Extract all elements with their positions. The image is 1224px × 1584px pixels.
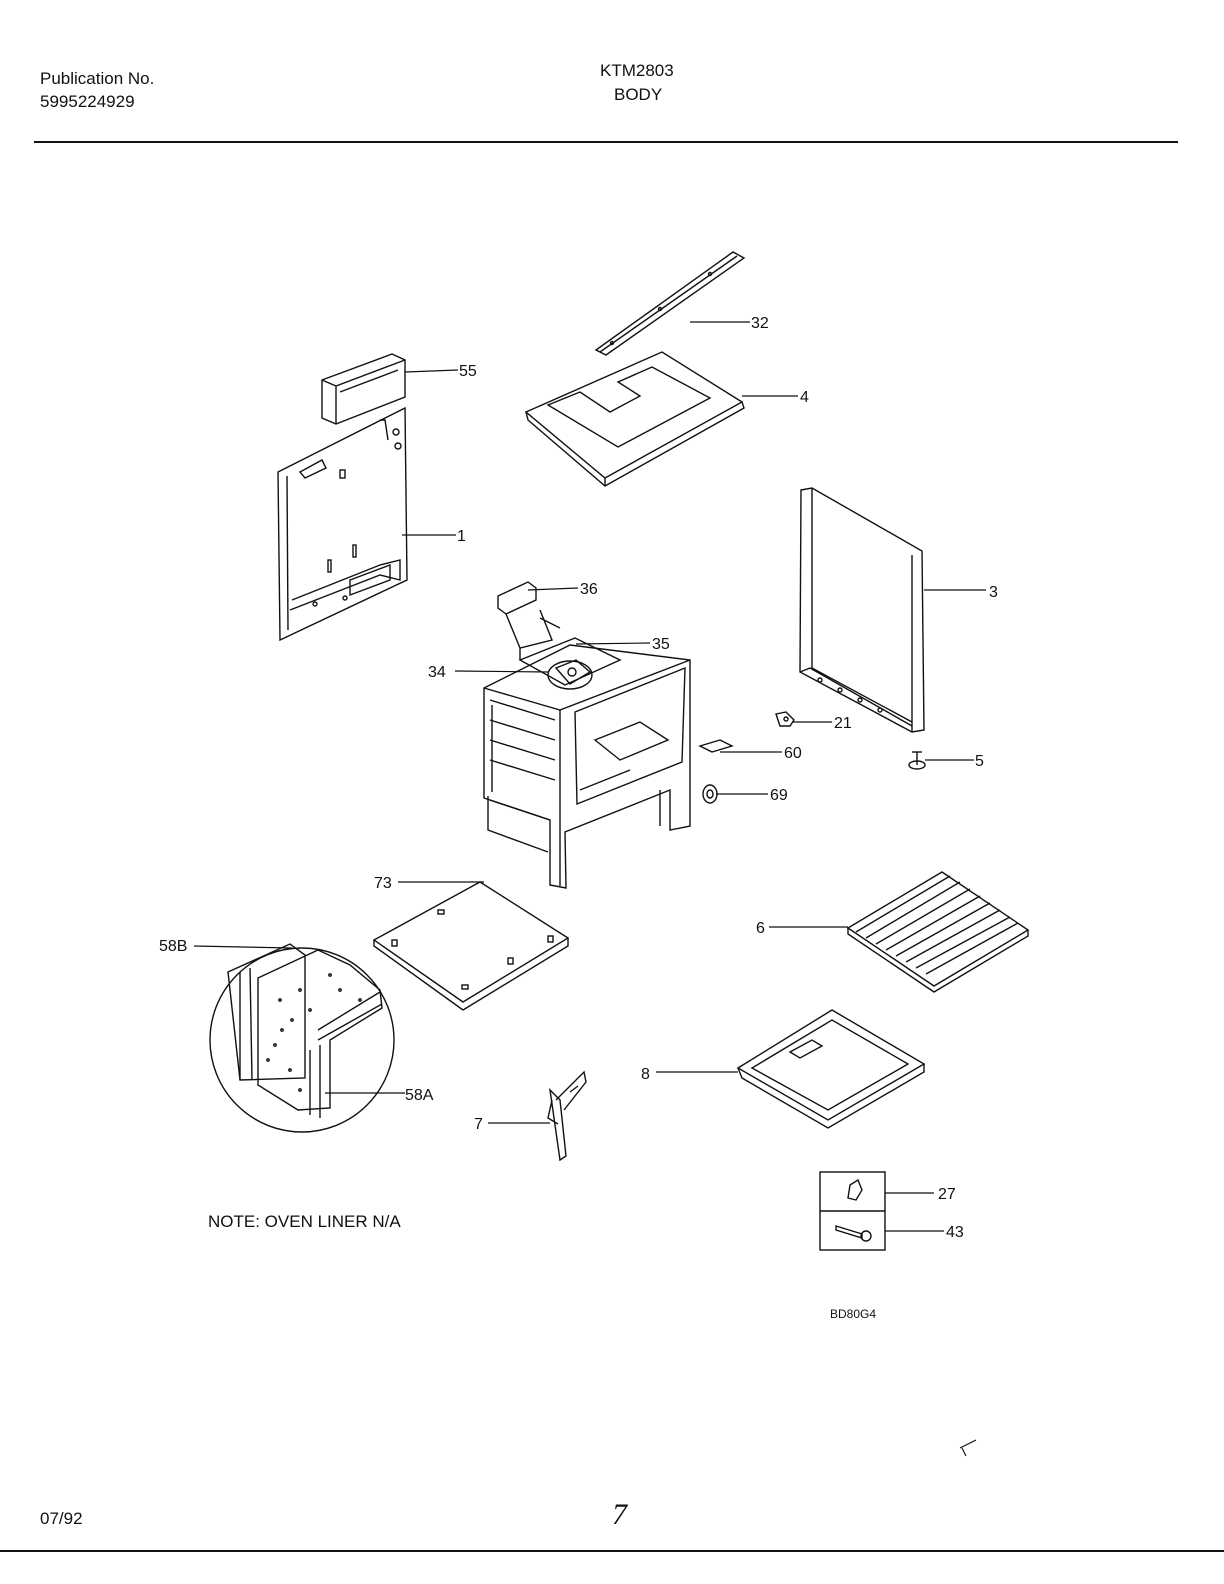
- callout-60: 60: [784, 745, 802, 762]
- part-32-trim: [594, 251, 746, 356]
- part-6-rack: [846, 871, 1030, 993]
- part-7-clamp: [547, 1070, 587, 1162]
- callout-73: 73: [374, 875, 392, 892]
- part-35-plate: [518, 637, 622, 686]
- part-3-side-panel: [799, 487, 925, 733]
- callout-58B: 58B: [159, 938, 187, 955]
- stray-mark: [959, 1439, 977, 1457]
- leader-lines: [193, 321, 986, 1232]
- callout-34: 34: [428, 664, 446, 681]
- part-21-clip: [775, 711, 795, 727]
- main-body-frame: [483, 644, 691, 889]
- callout-21: 21: [834, 715, 852, 732]
- part-69-grommet: [702, 784, 718, 804]
- part-5-leg: [908, 751, 926, 770]
- callout-58A: 58A: [405, 1087, 434, 1104]
- footer-date: 07/92: [40, 1509, 83, 1528]
- part-73-bottom-panel: [372, 881, 570, 1011]
- callout-55: 55: [459, 363, 477, 380]
- part-36-bracket: [497, 581, 561, 660]
- part-34-knob: [547, 659, 593, 690]
- callout-7: 7: [474, 1116, 483, 1133]
- callout-3: 3: [989, 584, 998, 601]
- part-4-top-panel: [524, 351, 745, 487]
- page-number: 7: [612, 1498, 627, 1531]
- callout-36: 36: [580, 581, 598, 598]
- callout-4: 4: [800, 389, 809, 406]
- callout-8: 8: [641, 1066, 650, 1083]
- hardware-box: [819, 1171, 886, 1251]
- callout-43: 43: [946, 1224, 964, 1241]
- model-number: KTM2803: [600, 61, 674, 80]
- callout-5: 5: [975, 753, 984, 770]
- part-8-broiler-pan: [736, 1009, 926, 1129]
- callout-27: 27: [938, 1186, 956, 1203]
- callout-69: 69: [770, 787, 788, 804]
- callout-1: 1: [457, 528, 466, 545]
- part-55-bracket: [321, 353, 406, 425]
- publication-label: Publication No.: [40, 69, 155, 88]
- part-58-insulation-detail: [209, 943, 395, 1133]
- callout-35: 35: [652, 636, 670, 653]
- callout-labels: 32 55 4 1 3 36 35 34 21 60 5 69 73 6 58B…: [159, 315, 998, 1241]
- note-oven-liner: NOTE: OVEN LINER N/A: [208, 1212, 401, 1231]
- publication-number: 5995224929: [40, 92, 135, 111]
- callout-6: 6: [756, 920, 765, 937]
- section-title: BODY: [614, 85, 663, 104]
- header-rule: [34, 141, 1178, 143]
- part-60-strip: [698, 739, 734, 753]
- callout-32: 32: [751, 315, 769, 332]
- drawing-code: BD80G4: [830, 1307, 877, 1321]
- part-1-side-panel: [277, 406, 408, 642]
- footer-rule: [0, 1550, 1224, 1552]
